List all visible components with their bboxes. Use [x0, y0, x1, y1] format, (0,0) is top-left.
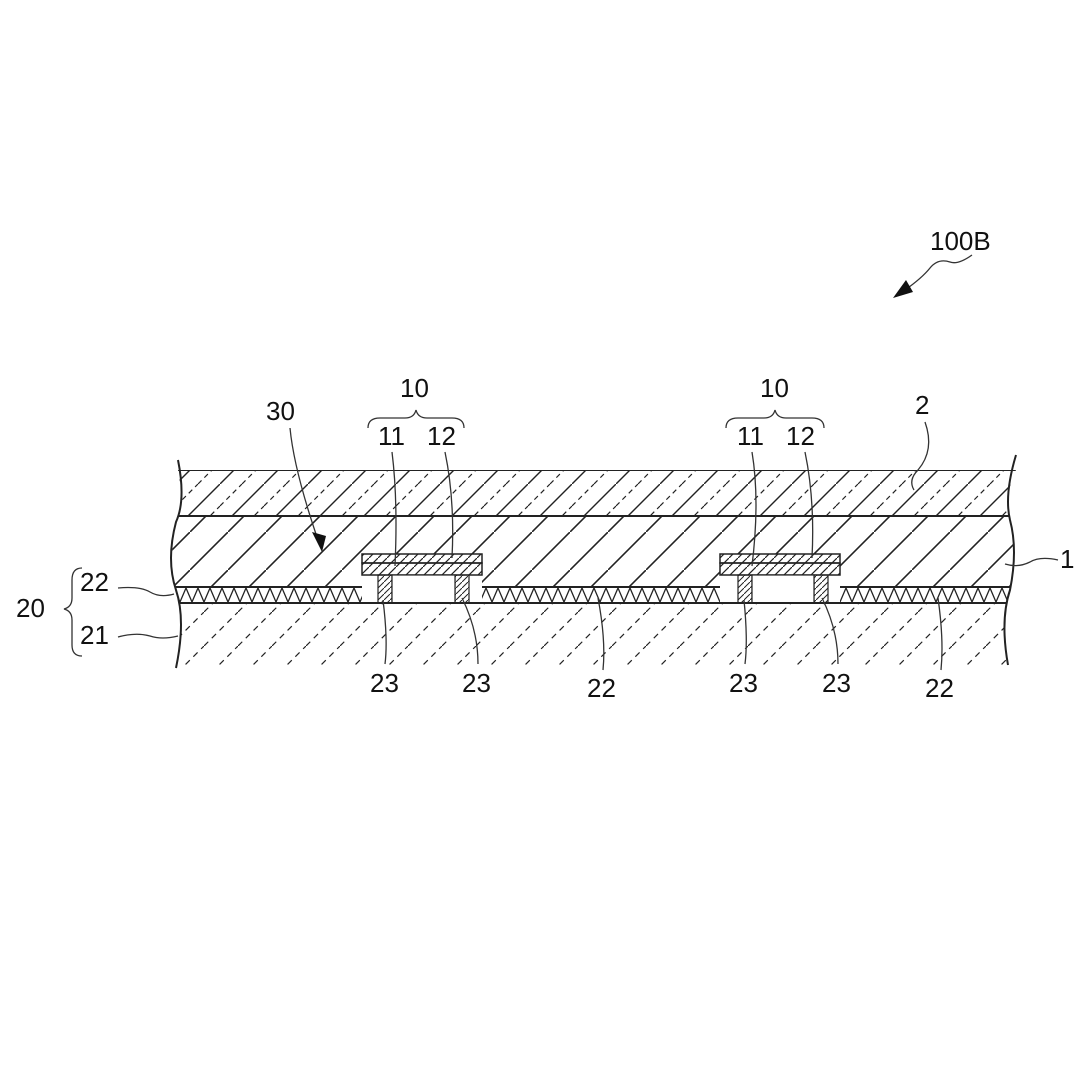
pad-23-b-right	[814, 575, 828, 603]
label-1: 1	[1060, 544, 1074, 574]
label-22-mid: 22	[587, 673, 616, 703]
label-23-a: 23	[370, 668, 399, 698]
label-11-b: 11	[737, 421, 764, 451]
chip-11-b	[720, 563, 840, 575]
label-23-b: 23	[462, 668, 491, 698]
label-30: 30	[266, 396, 295, 426]
label-10-a: 10	[400, 373, 429, 403]
label-22-left: 22	[80, 567, 109, 597]
label-23-d: 23	[822, 668, 851, 698]
label-10-b: 10	[760, 373, 789, 403]
label-12-a: 12	[427, 421, 456, 451]
label-20: 20	[16, 593, 45, 623]
device-10-a	[362, 554, 482, 604]
chip-11-a	[362, 563, 482, 575]
label-22-right: 22	[925, 673, 954, 703]
label-21: 21	[80, 620, 109, 650]
layer-stack	[150, 470, 1050, 665]
resin-layer-1	[150, 516, 1050, 587]
cover-layer-2	[150, 470, 1050, 516]
device-10-b	[720, 554, 840, 604]
label-23-c: 23	[729, 668, 758, 698]
chip-12-a	[362, 554, 482, 563]
pad-23-b-left	[738, 575, 752, 603]
chip-12-b	[720, 554, 840, 563]
label-11-a: 11	[378, 421, 405, 451]
reference-label: 100B	[930, 226, 991, 256]
label-2: 2	[915, 390, 929, 420]
reference-arrow-100b	[905, 255, 972, 290]
wiring-layer-22	[150, 587, 1050, 603]
pad-23-a-left	[378, 575, 392, 603]
label-12-b: 12	[786, 421, 815, 451]
